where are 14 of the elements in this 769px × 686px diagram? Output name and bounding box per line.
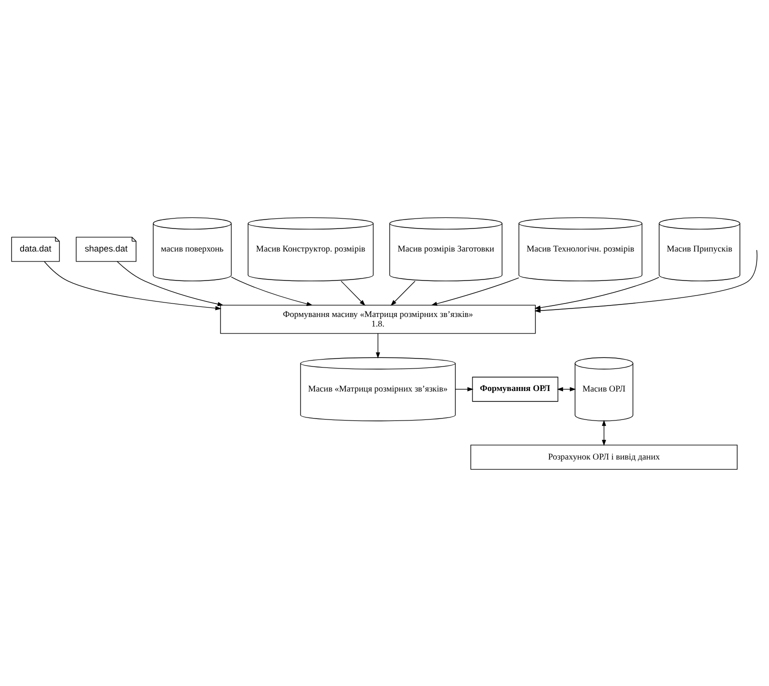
arrow bbox=[340, 280, 366, 306]
arrow bbox=[602, 419, 606, 446]
arrow bbox=[534, 276, 660, 312]
node-box: Формування масиву «Матриця розмірних зв’язків» 1.8. bbox=[220, 304, 536, 334]
node-box: Розрахунок ОРЛ і вивід даних bbox=[470, 444, 738, 470]
arrow bbox=[116, 260, 224, 306]
node-box: Формування ОРЛ bbox=[472, 376, 558, 402]
arrow bbox=[431, 276, 520, 306]
arrow bbox=[44, 260, 222, 310]
arrow bbox=[376, 332, 380, 358]
arrow bbox=[230, 276, 313, 306]
arrow bbox=[534, 249, 758, 312]
arrow bbox=[455, 386, 474, 391]
arrow bbox=[390, 280, 416, 306]
